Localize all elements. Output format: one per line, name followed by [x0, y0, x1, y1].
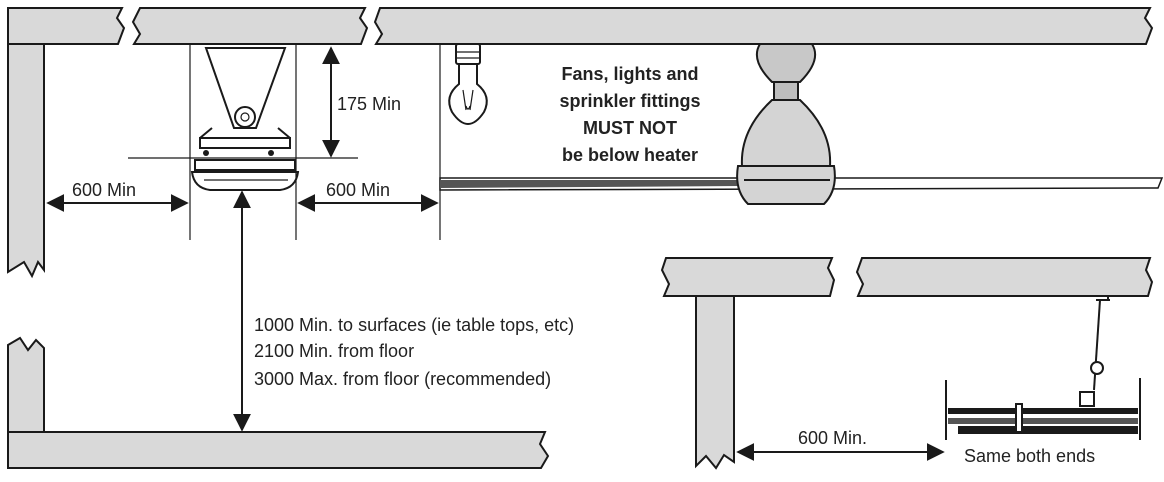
side-ceiling-right — [855, 257, 1154, 297]
heater-side-view — [945, 296, 1141, 440]
ceiling-segment-middle — [131, 7, 369, 45]
vertical-note-1: 1000 Min. to surfaces (ie table tops, et… — [254, 315, 574, 335]
side-clearance-label: 600 Min. — [798, 428, 867, 448]
side-wall — [695, 295, 735, 470]
warning-line-3: MUST NOT — [583, 118, 677, 138]
wall-upper-left — [7, 43, 45, 279]
side-ceiling-left — [660, 257, 836, 297]
warning-line-2: sprinkler fittings — [559, 91, 700, 111]
ceiling-gap-label: 175 Min — [337, 94, 401, 114]
wall-lower-left — [7, 336, 45, 433]
right-clearance-label: 600 Min — [326, 180, 390, 200]
ceiling-segment-left — [7, 7, 126, 45]
vertical-note-3: 3000 Max. from floor (recommended) — [254, 369, 551, 389]
warning-line-4: be below heater — [562, 145, 698, 165]
ends-note-label: Same both ends — [964, 446, 1095, 466]
light-bulb-icon — [448, 43, 488, 126]
ceiling-segment-right — [373, 7, 1154, 45]
ceiling-fan-icon — [439, 43, 1164, 205]
floor-slab — [7, 431, 550, 469]
vertical-note-2: 2100 Min. from floor — [254, 341, 414, 361]
heater-front-view — [190, 47, 300, 191]
left-clearance-label: 600 Min — [72, 180, 136, 200]
warning-line-1: Fans, lights and — [561, 64, 698, 84]
